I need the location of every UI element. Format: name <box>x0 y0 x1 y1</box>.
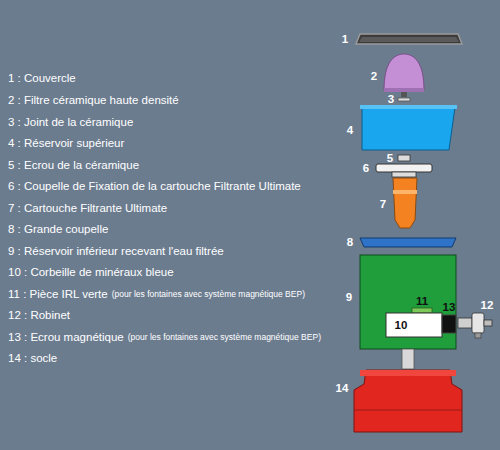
mineral-basket <box>386 313 442 337</box>
legend-line: 5 : Ecrou de la céramique <box>8 159 139 172</box>
callout-number: 1 <box>342 33 348 46</box>
callout-number: 5 <box>387 152 393 165</box>
filter-cartridge <box>393 178 417 228</box>
ceramic-seal <box>398 98 410 101</box>
part-note: (pour les fontaines avec système magnéti… <box>112 290 305 299</box>
callout-number: 13 <box>443 301 456 314</box>
callout-number: 3 <box>388 93 394 106</box>
tap <box>458 313 492 338</box>
callout-number: 14 <box>336 382 349 395</box>
ceramic-filter <box>384 54 424 97</box>
callout-number: 2 <box>371 70 377 83</box>
callout-number: 10 <box>395 319 408 332</box>
legend-line: 13 : Ecrou magnétique <box>8 331 124 344</box>
ceramic-nut <box>398 155 410 161</box>
callout-number: 12 <box>481 299 494 312</box>
callout-number: 11 <box>416 295 428 308</box>
legend-line: 8 : Grande coupelle <box>8 223 108 236</box>
legend-line: 2 : Filtre céramique haute densité <box>8 94 179 107</box>
legend-line: 9 : Réservoir inférieur recevant l'eau f… <box>8 245 224 258</box>
legend-line: 14 : socle <box>8 352 57 365</box>
legend-line: 4 : Réservoir supérieur <box>8 137 124 150</box>
part-note: (pour les fontaines avec système magnéti… <box>128 333 321 342</box>
legend-line: 10 : Corbeille de minéraux bleue <box>8 266 174 279</box>
large-cup <box>360 238 456 247</box>
fixation-cup <box>376 164 432 177</box>
legend-line: 12 : Robinet <box>8 309 70 322</box>
callout-number: 8 <box>347 236 353 249</box>
legend-line: 3 : Joint de la céramique <box>8 116 133 129</box>
lid <box>356 34 462 44</box>
lower-reservoir <box>360 255 456 349</box>
magnetic-nut <box>442 315 456 333</box>
legend-line: 1 : Couvercle <box>8 72 76 85</box>
legend-line: 6 : Coupelle de Fixation de la cartouche… <box>8 180 301 193</box>
legend-line: 7 : Cartouche Filtrante Ultimate <box>8 202 167 215</box>
irl-piece <box>412 308 432 313</box>
base <box>354 349 462 432</box>
callout-number: 4 <box>347 124 353 137</box>
callout-number: 6 <box>363 162 369 175</box>
callout-number: 9 <box>346 291 352 304</box>
legend-line: 11 : Pièce IRL verte <box>8 288 108 301</box>
upper-reservoir <box>360 105 457 150</box>
callout-number: 7 <box>380 198 386 211</box>
